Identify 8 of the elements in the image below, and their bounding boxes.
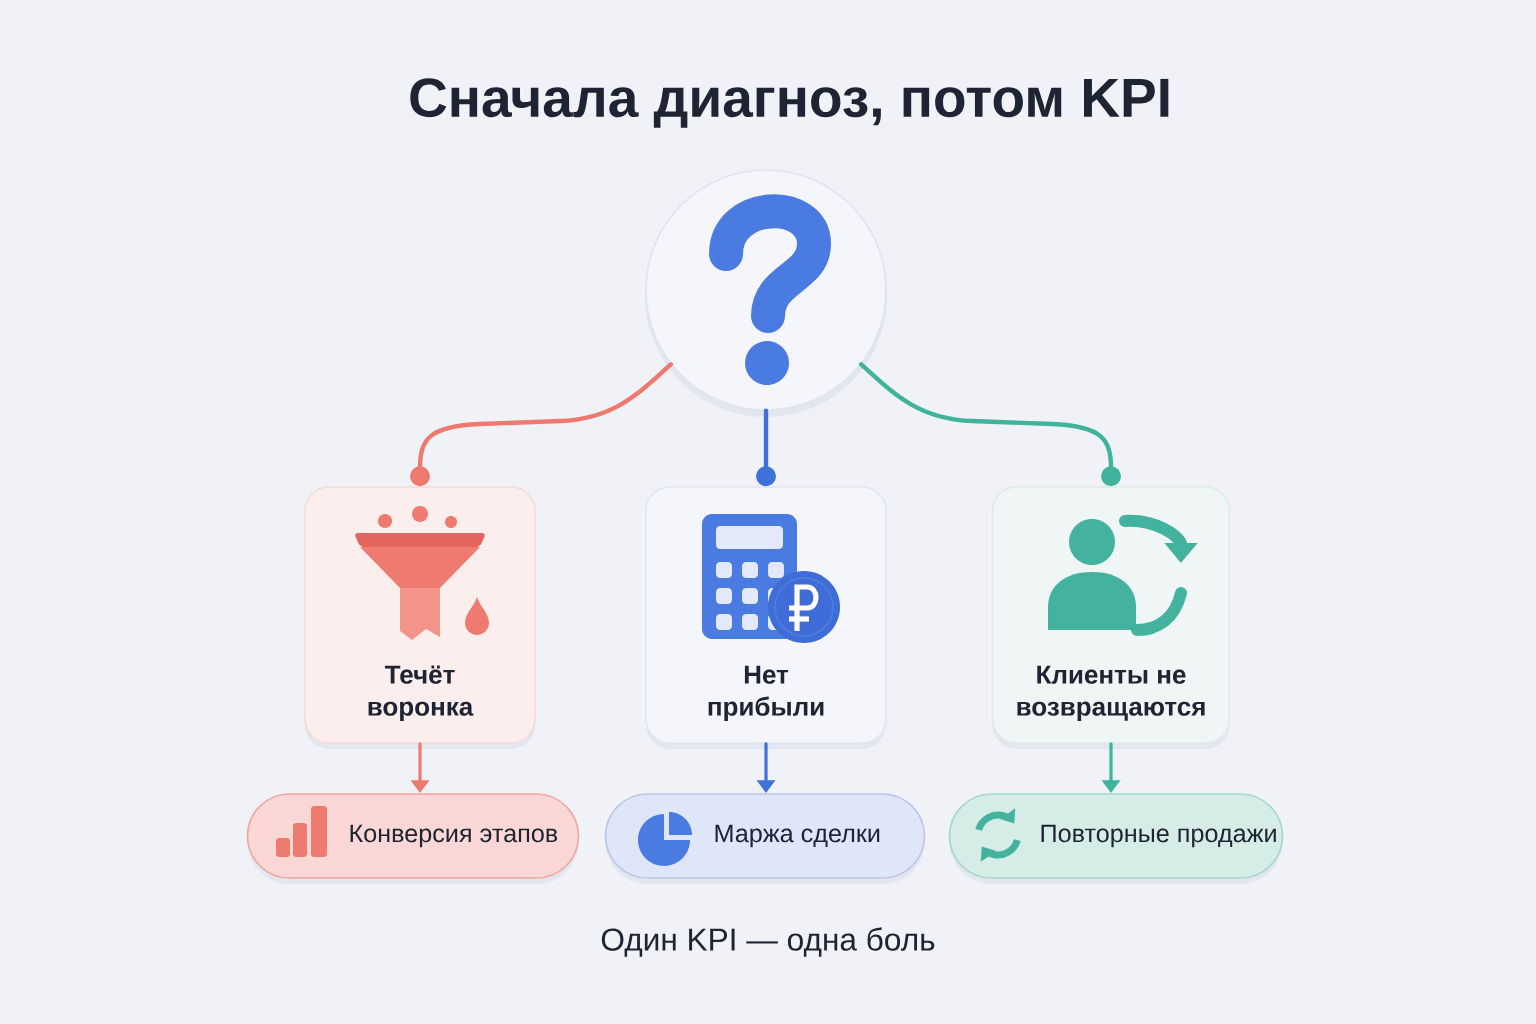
connector-line	[859, 362, 1121, 487]
title: Сначала диагноз, потом KPI	[410, 78, 1169, 128]
pill: Повторные продажи	[948, 793, 1284, 884]
circle	[645, 169, 887, 417]
caption: Один KPI — одна боль	[601, 927, 935, 957]
connector-line	[410, 362, 674, 487]
pill: Конверсия этапов	[246, 793, 580, 884]
connector-line	[756, 408, 776, 487]
